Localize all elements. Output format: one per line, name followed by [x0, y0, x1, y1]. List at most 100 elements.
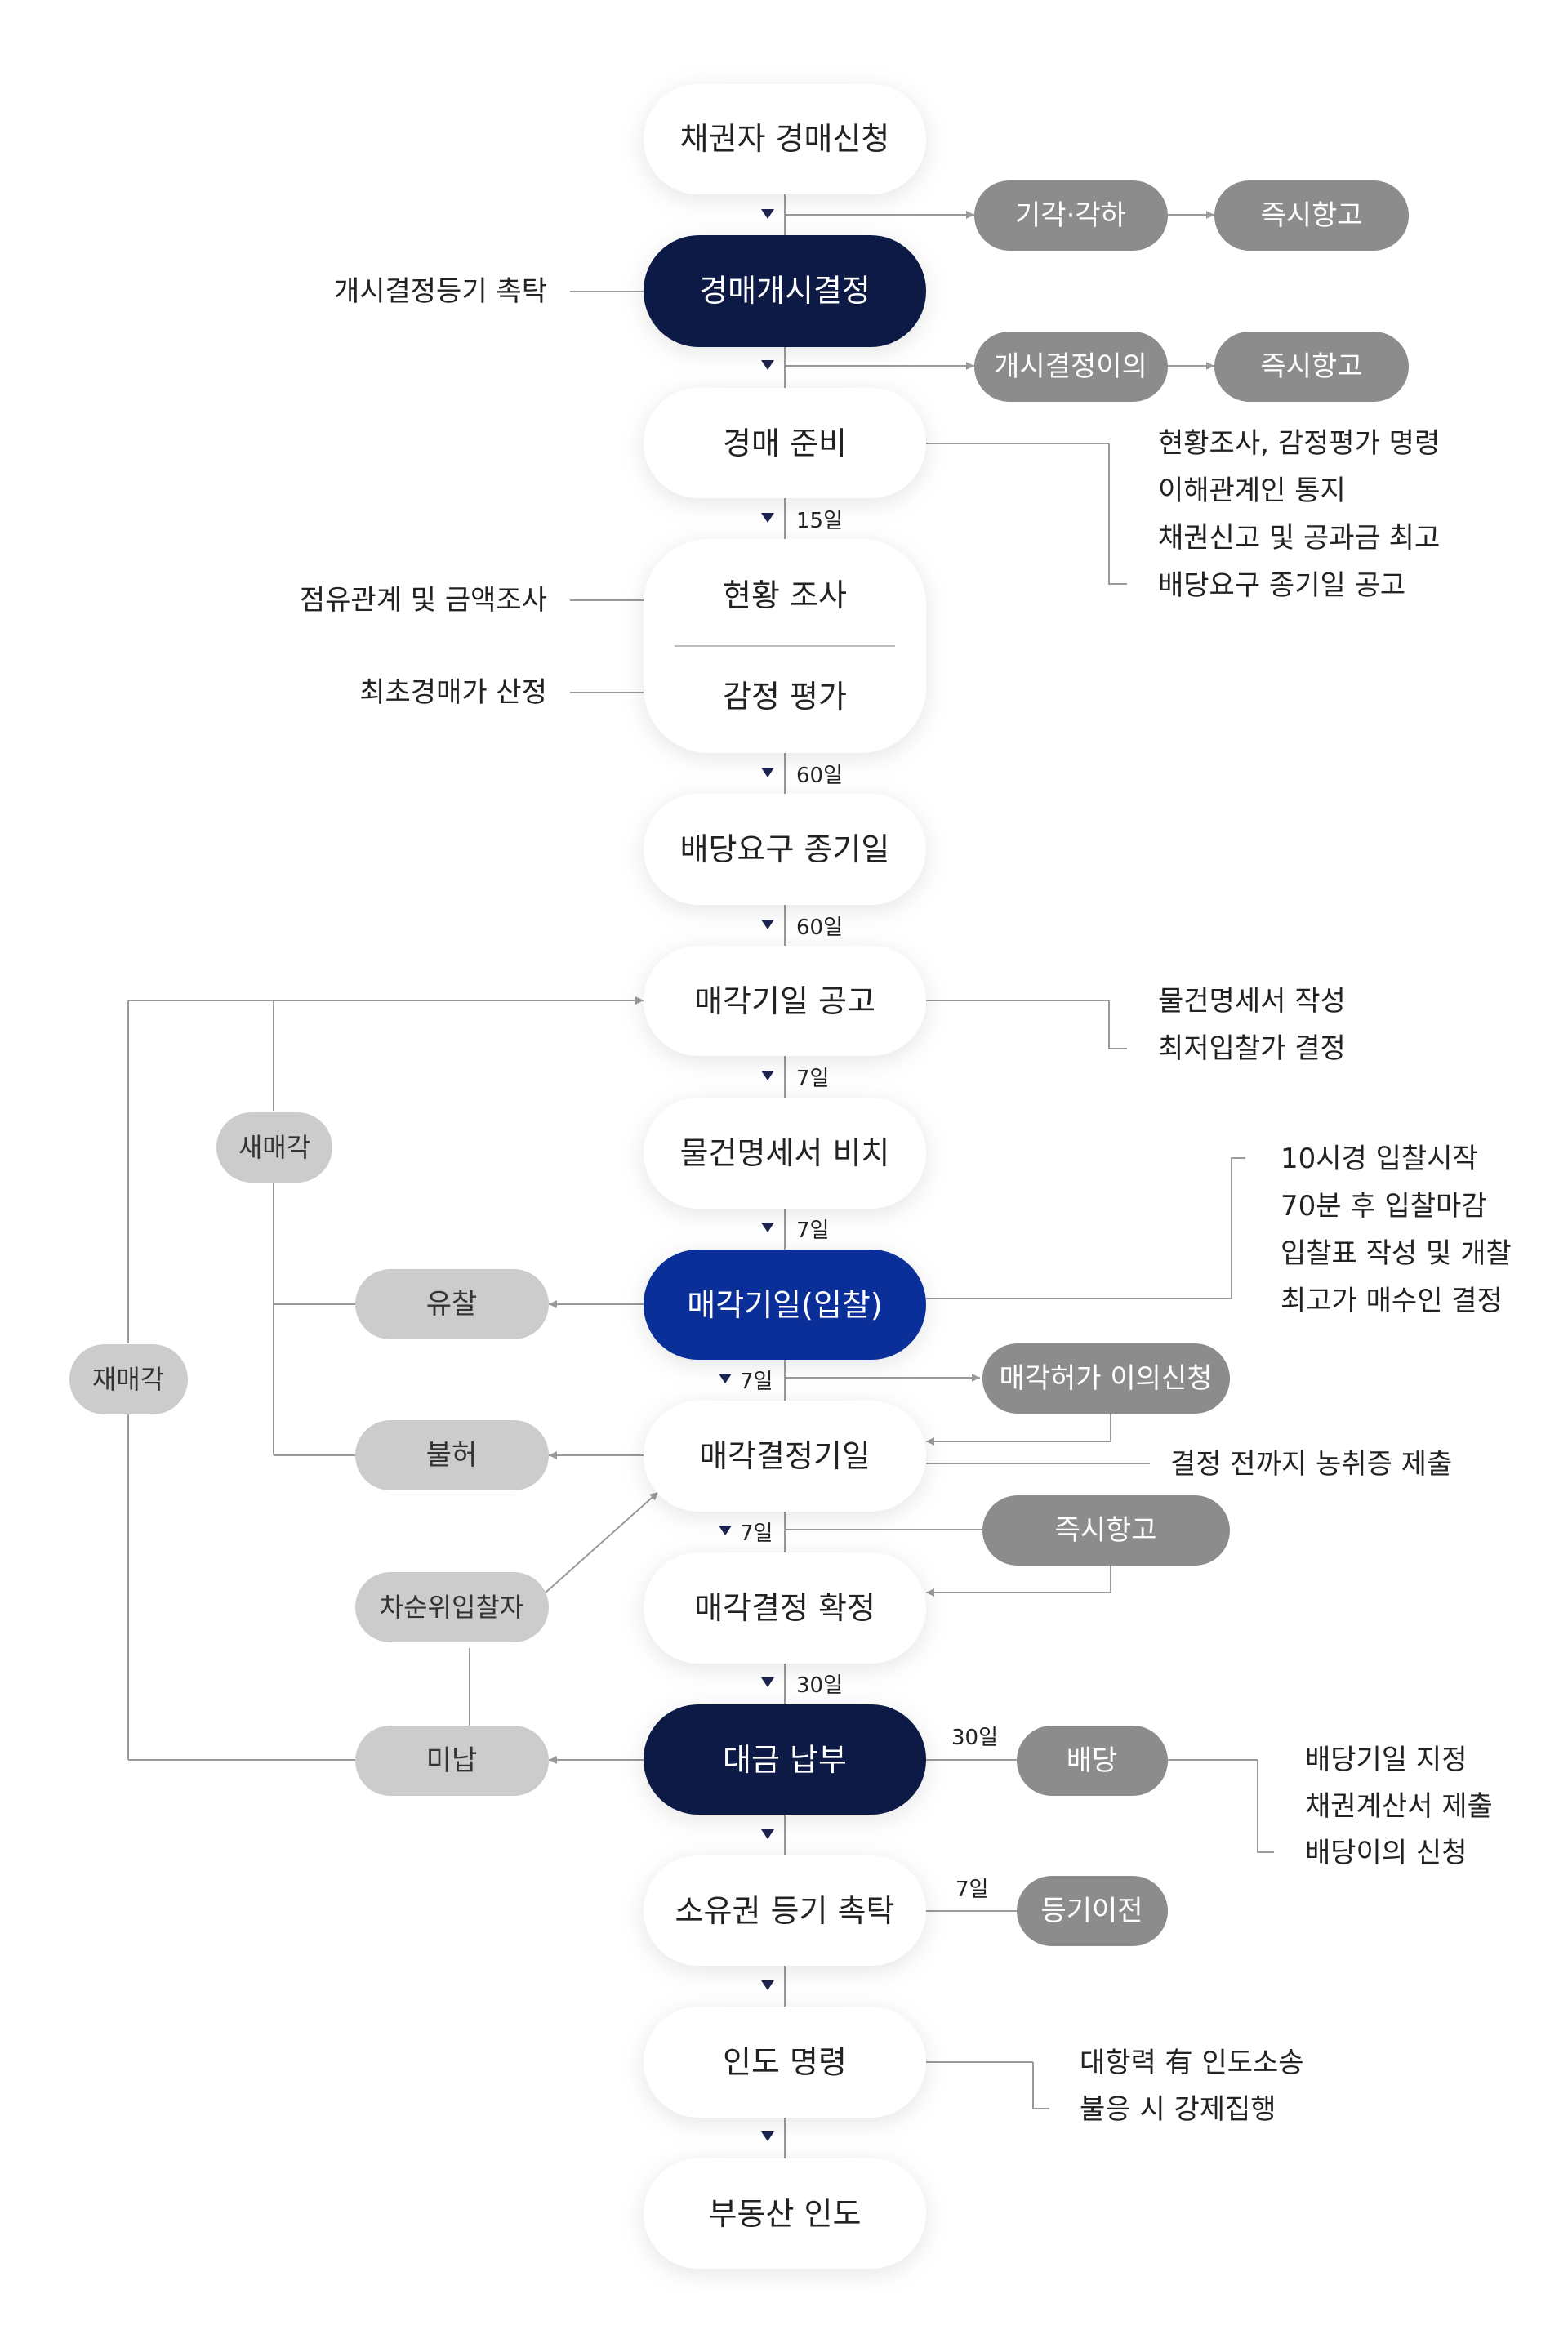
- node-start-decision-label: 경매개시결정: [699, 273, 871, 309]
- down-arrow: [761, 1071, 774, 1080]
- pill-second-bidder: [355, 1572, 549, 1642]
- node-sale-confirm-label: 매각결정 확정: [694, 1590, 875, 1626]
- node-delivery-label: 부동산 인도: [709, 2196, 862, 2232]
- node-title-transfer-label: 소유권 등기 촉탁: [675, 1893, 895, 1929]
- note-notice-item: 최저입찰가 결정: [1158, 1032, 1346, 1065]
- node-delivery-box: [644, 2158, 926, 2269]
- node-sale-confirm-box: [644, 1552, 926, 1664]
- note-notice-item: 물건명세서 작성: [1158, 985, 1346, 1018]
- down-arrow: [761, 920, 774, 929]
- node-docs-display-label: 물건명세서 비치: [680, 1135, 890, 1171]
- pill-failed-bid: [355, 1269, 549, 1339]
- pill-permit-objection: [982, 1343, 1230, 1414]
- note-bidding-item: 10시경 입찰시작: [1281, 1143, 1478, 1175]
- note-bidding-item: 최고가 매수인 결정: [1281, 1285, 1503, 1317]
- pill-failed-bid-label: 유찰: [426, 1288, 478, 1321]
- node-title-transfer-box: [644, 1855, 926, 1966]
- branch-line: [545, 1491, 659, 1593]
- interval-label: 7일: [740, 1370, 773, 1394]
- down-arrow: [761, 768, 774, 777]
- node-prep-box: [644, 388, 926, 498]
- pill-disallow-label: 불허: [426, 1439, 478, 1472]
- pill-reject: [974, 180, 1168, 251]
- interval-label: 15일: [796, 509, 843, 533]
- note-possession-survey: 점유관계 및 금액조사: [300, 584, 547, 617]
- interval-label: 60일: [796, 915, 843, 940]
- note-bidding-item: 입찰표 작성 및 개찰: [1281, 1237, 1512, 1270]
- node-sale-decision-date-box: [644, 1401, 926, 1512]
- note-dividend-item: 배당이의 신청: [1305, 1837, 1468, 1869]
- pill-objection: [974, 332, 1168, 402]
- note-delivery-item: 불응 시 강제집행: [1080, 2093, 1276, 2126]
- interval-label: 7일: [956, 1878, 988, 1902]
- pill-registration: [1017, 1876, 1168, 1946]
- note-farmland: 결정 전까지 농취증 제출: [1170, 1448, 1452, 1481]
- pill-second-bidder-label: 차순위입찰자: [380, 1592, 524, 1623]
- down-arrow: [761, 1829, 774, 1839]
- down-arrow: [761, 2132, 774, 2141]
- node-sale-notice-box: [644, 946, 926, 1056]
- note-bracket: [1108, 1000, 1127, 1049]
- down-arrow: [719, 1526, 732, 1535]
- pill-new-sale: [216, 1112, 332, 1183]
- pill-appeal-1-label: 즉시항고: [1260, 199, 1362, 232]
- node-sale-date-box: [644, 1250, 926, 1360]
- pill-unpaid: [355, 1726, 549, 1796]
- node-prep-label: 경매 준비: [723, 425, 847, 461]
- down-arrow: [761, 1980, 774, 1990]
- note-bracket: [1231, 1157, 1245, 1298]
- note-bidding-item: 70분 후 입찰마감: [1281, 1190, 1487, 1223]
- node-sale-notice-label: 매각기일 공고: [694, 983, 875, 1019]
- interval-label: 7일: [796, 1218, 829, 1243]
- node-delivery-order-label: 인도 명령: [723, 2044, 847, 2080]
- down-arrow: [761, 513, 774, 523]
- down-arrow: [761, 209, 774, 219]
- pill-objection-label: 개시결정이의: [994, 350, 1147, 383]
- node-deadline-label: 배당요구 종기일: [680, 831, 890, 867]
- pill-appeal-3-label: 즉시항고: [1054, 1514, 1156, 1547]
- pill-registration-label: 등기이전: [1040, 1895, 1143, 1927]
- note-prep-item: 현황조사, 감정평가 명령: [1158, 427, 1440, 460]
- pill-resale: [69, 1344, 188, 1414]
- interval-label: 60일: [796, 764, 843, 788]
- note-prep-item: 이해관계인 통지: [1158, 474, 1346, 507]
- pill-dividend-label: 배당: [1067, 1744, 1118, 1777]
- note-dividend-item: 배당기일 지정: [1305, 1744, 1468, 1776]
- node-apply-box: [644, 84, 926, 194]
- pill-disallow: [355, 1420, 549, 1490]
- node-appraisal-label: 감정 평가: [723, 679, 847, 715]
- note-bracket: [1257, 1760, 1274, 1853]
- node-survey-label: 현황 조사: [723, 577, 847, 613]
- pill-appeal-2-label: 즉시항고: [1260, 350, 1362, 383]
- return-line: [926, 1564, 1111, 1597]
- pill-dividend: [1017, 1726, 1168, 1796]
- node-delivery-order-box: [644, 2007, 926, 2118]
- node-apply-label: 채권자 경매신청: [680, 121, 890, 157]
- down-arrow: [761, 1223, 774, 1232]
- pill-permit-objection-label: 매각허가 이의신청: [999, 1362, 1212, 1395]
- pill-new-sale-label: 새매각: [238, 1132, 310, 1163]
- note-delivery-item: 대항력 有 인도소송: [1080, 2047, 1304, 2079]
- interval-label: 7일: [740, 1521, 773, 1546]
- pill-unpaid-label: 미납: [426, 1744, 478, 1777]
- node-payment-box: [644, 1704, 926, 1815]
- note-min-price: 최초경매가 산정: [359, 676, 547, 709]
- note-prep-item: 채권신고 및 공과금 최고: [1158, 522, 1440, 555]
- down-arrow: [761, 1677, 774, 1687]
- pill-reject-label: 기각·각하: [1015, 199, 1126, 232]
- node-deadline-box: [644, 794, 926, 905]
- pill-resale-label: 재매각: [92, 1364, 164, 1395]
- down-arrow: [719, 1374, 732, 1383]
- interval-label: 30일: [796, 1673, 843, 1698]
- note-prep-item: 배당요구 종기일 공고: [1158, 569, 1405, 602]
- node-sale-date-label: 매각기일(입찰): [687, 1287, 882, 1323]
- pill-appeal-2: [1214, 332, 1409, 402]
- pill-appeal-1: [1214, 180, 1409, 251]
- note-bracket: [1032, 2062, 1049, 2109]
- node-payment-label: 대금 납부: [723, 1742, 847, 1778]
- note-bracket: [1108, 443, 1127, 585]
- note-dividend-item: 채권계산서 제출: [1305, 1790, 1493, 1823]
- return-line: [926, 1413, 1111, 1446]
- pill-appeal-3: [982, 1495, 1230, 1566]
